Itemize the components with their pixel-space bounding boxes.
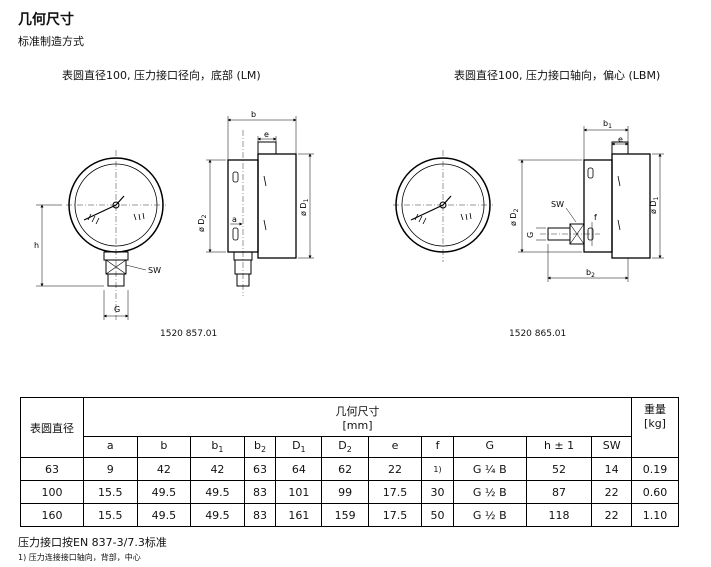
table-row: 160 15.5 49.5 49.5 83 161 159 17.5 50 G … [20, 503, 679, 527]
right-g-label: G [526, 232, 535, 238]
header-dimensions-group: 几何尺寸 [mm] [83, 397, 632, 437]
column-header: D2 [321, 436, 369, 458]
right-gauge-front [393, 150, 493, 262]
footnote-axial: 1) 压力连接接口轴向，背部，中心 [18, 553, 141, 562]
drawing-right-caption: 表圆直径100, 压力接口轴向，偏心 (LBM) [454, 69, 661, 82]
header-dimensions-title: 几何尺寸 [335, 404, 380, 418]
column-header: G [452, 436, 527, 458]
header-dimensions-unit: [mm] [342, 418, 373, 432]
header-weight-unit: [kg] [644, 417, 666, 430]
column-header: f [421, 436, 454, 458]
column-header: SW [591, 436, 632, 458]
header-weight: 重量 [kg] [631, 397, 679, 458]
right-gauge-side [518, 126, 664, 282]
column-header: h ± 1 [525, 436, 593, 458]
left-gauge-front [36, 150, 166, 320]
left-d2-label: ø D2 [197, 214, 208, 232]
left-d1-label: ø D1 [299, 198, 310, 216]
left-sw-label: SW [148, 266, 161, 275]
left-g-label: G [114, 305, 120, 314]
table-row: 63 9 42 42 63 64 62 22 1) G ¼ B 52 14 0.… [20, 457, 679, 481]
right-b2-label: b2 [586, 268, 595, 279]
right-d1-label: ø D1 [649, 196, 660, 214]
dimensions-table: 表圆直径 几何尺寸 [mm] 重量 [kg] a b b1 b2 D1 D2 e… [20, 397, 679, 527]
left-gauge-side [206, 116, 314, 296]
column-header: D1 [275, 436, 323, 458]
header-nominal-size: 表圆直径 [20, 397, 84, 458]
table-row: 100 15.5 49.5 49.5 83 101 99 17.5 30 G ½… [20, 480, 679, 504]
drawing-left-caption: 表圆直径100, 压力接口径向，底部 (LM) [62, 69, 261, 82]
page-title: 几何尺寸 [18, 12, 74, 28]
page-subtitle: 标准制造方式 [18, 35, 84, 48]
header-weight-label: 重量 [644, 403, 666, 416]
drawing-right-number: 1520 865.01 [509, 329, 567, 339]
right-sw-label: SW [551, 200, 564, 209]
column-header: b2 [243, 436, 277, 458]
column-header: e [367, 436, 423, 458]
column-header: b1 [190, 436, 245, 458]
left-h-label: h [34, 241, 39, 250]
footnote-standard: 压力接口按EN 837-3/7.3标准 [18, 536, 167, 549]
technical-drawings: h G SW b e a ø D2 ø D1 [34, 110, 664, 320]
right-f-label: f [594, 213, 597, 222]
column-header-row: a b b1 b2 D1 D2 e f G h ± 1 SW [21, 436, 679, 458]
left-e-label: e [264, 130, 269, 139]
right-d2-label: ø D2 [509, 208, 520, 226]
right-e-label: e [618, 135, 623, 144]
left-a-label: a [232, 215, 237, 224]
column-header: b [136, 436, 192, 458]
right-b1-label: b1 [603, 119, 612, 130]
column-header: a [83, 436, 138, 458]
drawing-left-number: 1520 857.01 [160, 329, 218, 339]
left-b-label: b [251, 110, 256, 119]
